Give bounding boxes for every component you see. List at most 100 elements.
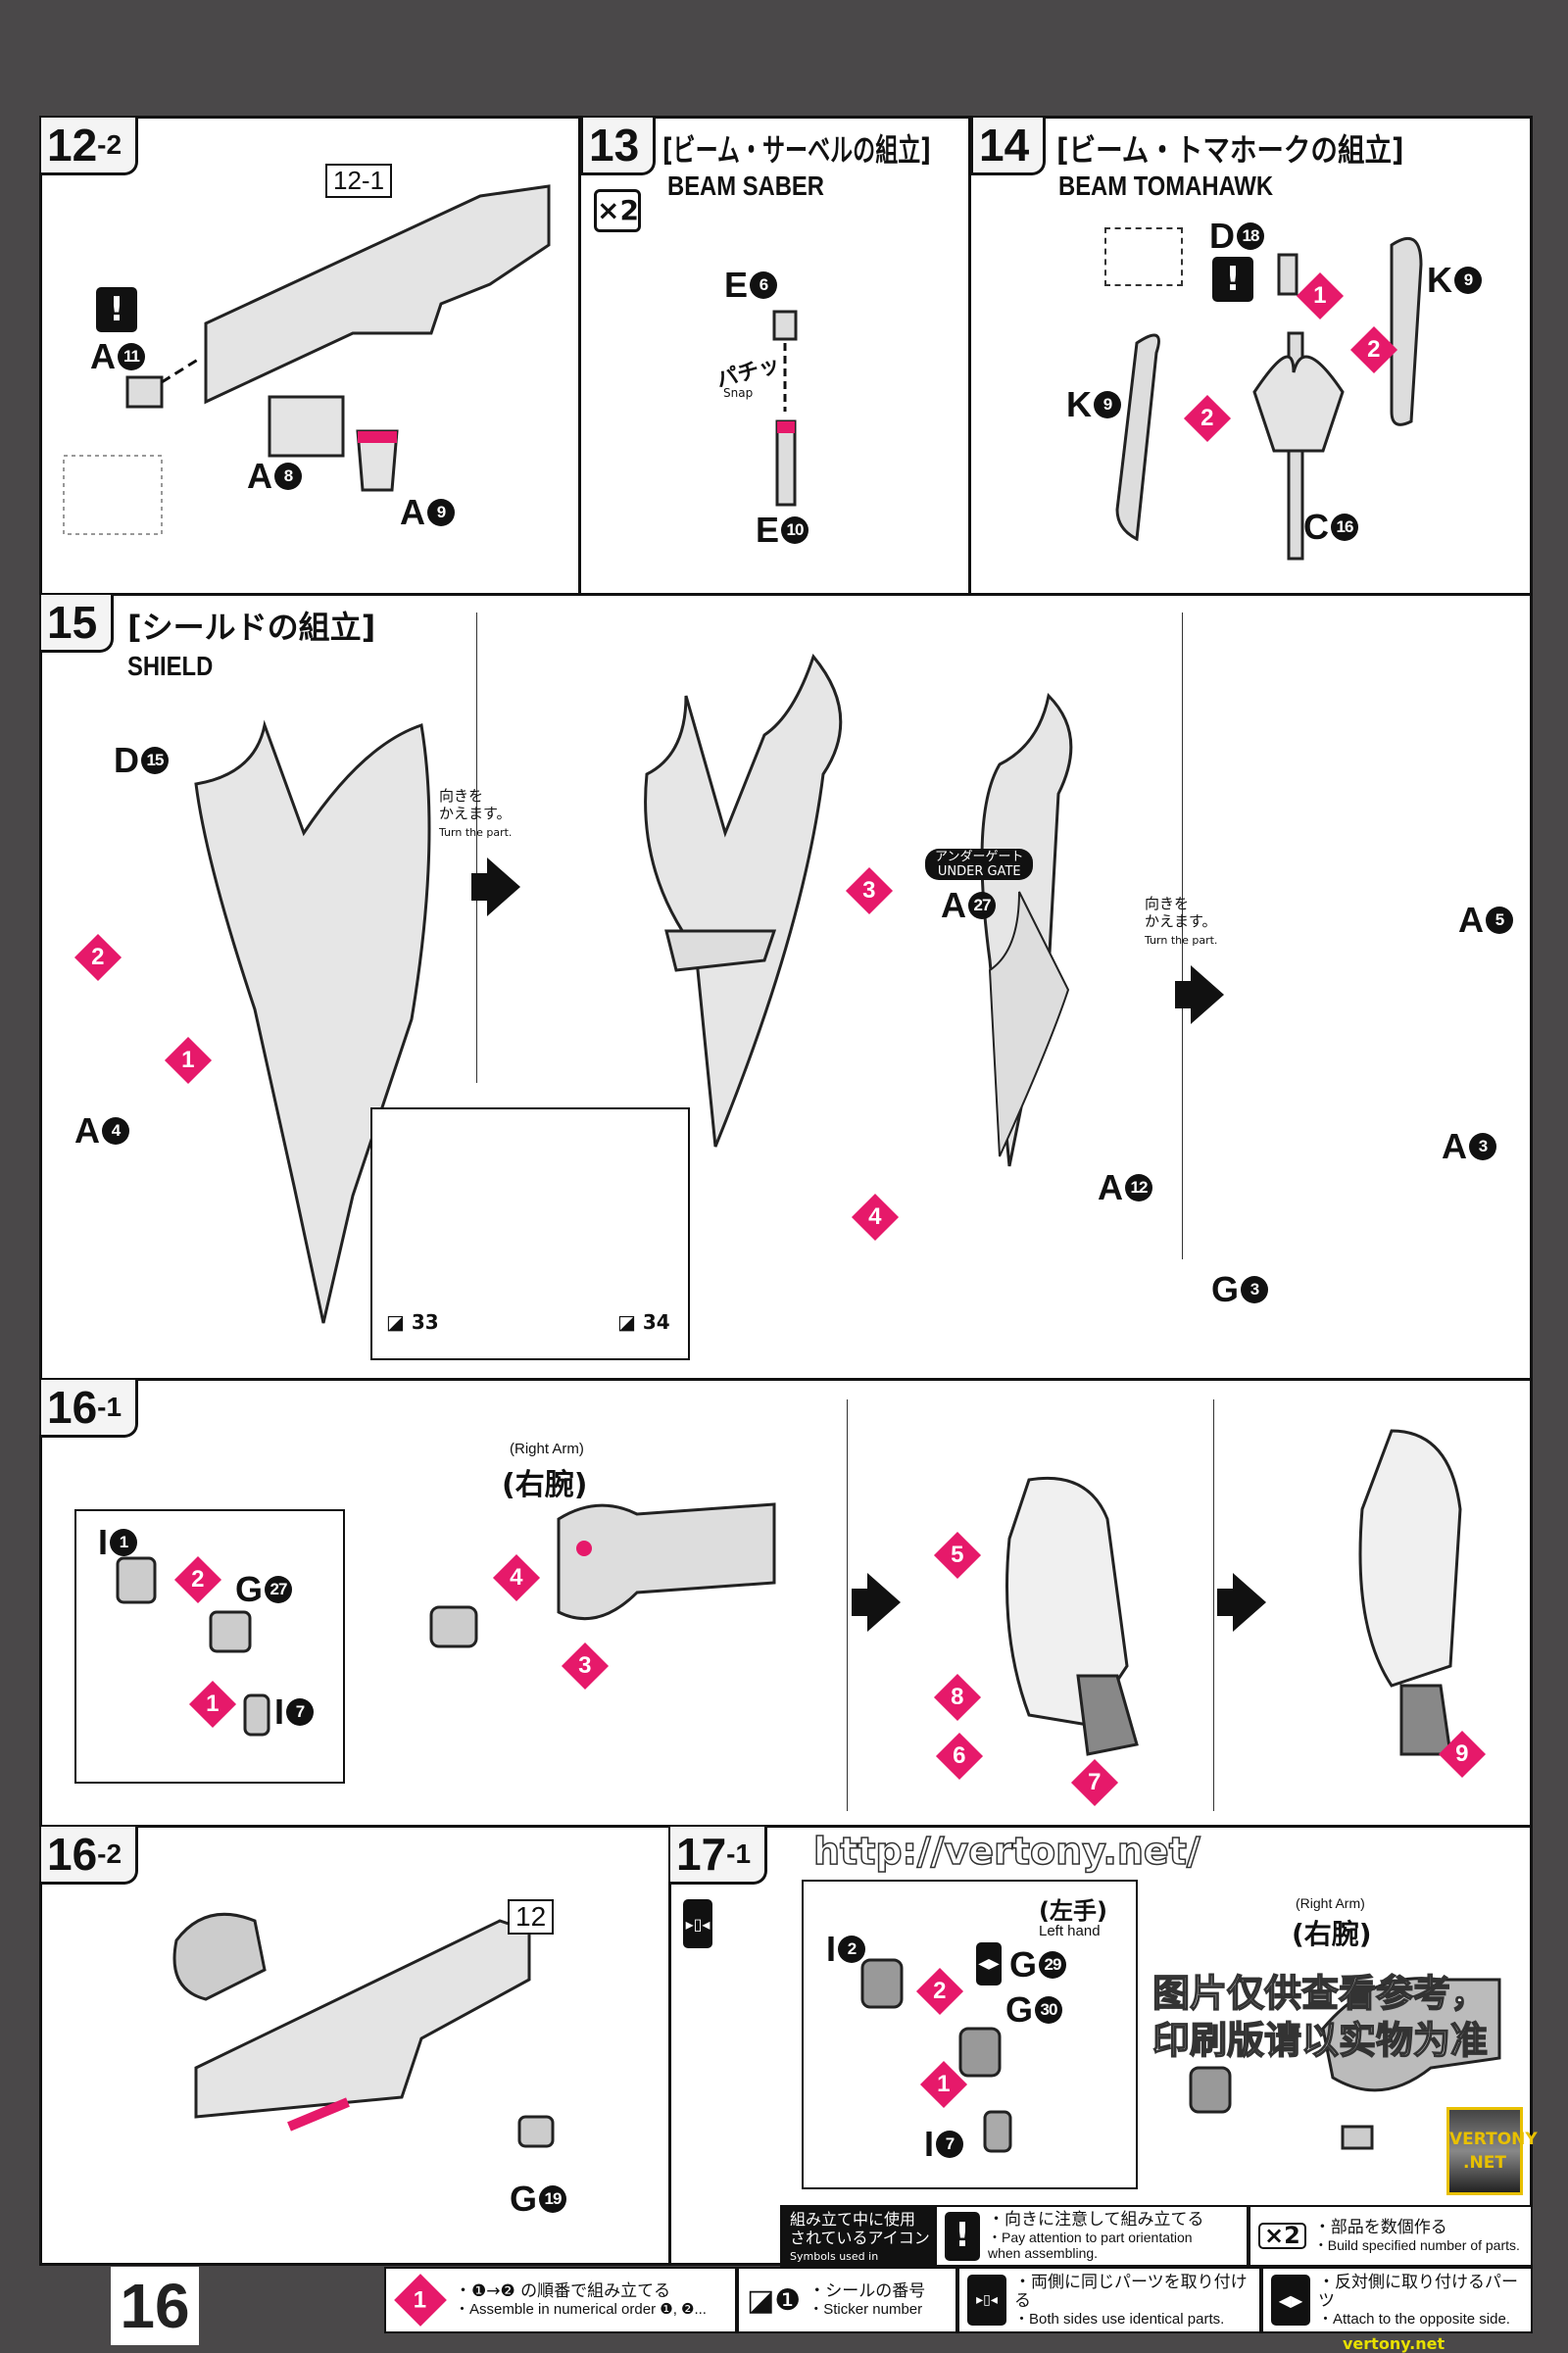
order-marker-number: 1	[181, 1046, 195, 1073]
divider	[968, 116, 971, 594]
shield-illustration	[194, 653, 1073, 1324]
arm-label-jp: (右腕)	[502, 1468, 588, 1502]
order-diamond-icon: 1	[394, 2274, 447, 2327]
watermark-text: 图片仅供查看参考， 印刷版请以实物为准	[1152, 1971, 1489, 2063]
sticker-label: ◪ 34	[617, 1310, 670, 1334]
order-marker-number: 3	[578, 1651, 592, 1679]
legend-both-sides: ▸▯◂・両側に同じパーツを取り付ける・Both sides use identi…	[957, 2267, 1261, 2333]
multiply-icon: ×2	[1258, 2223, 1306, 2249]
detail-inset	[802, 1880, 1138, 2189]
divider	[1213, 1399, 1214, 1811]
snap-label-en: Snap	[723, 386, 754, 400]
legend-opposite-side: ◀▶・反対側に取り付けるパーツ・Attach to the opposite s…	[1261, 2267, 1533, 2333]
arm-label-en: (Right Arm)	[510, 1441, 584, 1457]
hand-label-en: Left hand	[1039, 1923, 1101, 1939]
order-marker-number: 8	[951, 1683, 964, 1710]
divider	[39, 593, 1533, 596]
step-number-13: 13	[580, 118, 657, 175]
both-sides-icon: ▸▯◂	[967, 2275, 1006, 2326]
detail-inset: ◪ 33 ◪ 34	[370, 1107, 690, 1360]
legend-sticker: ◪❶・シールの番号・Sticker number	[737, 2267, 957, 2333]
order-marker-number: 5	[951, 1541, 964, 1568]
order-marker-number: 2	[91, 943, 105, 970]
divider	[1182, 613, 1183, 1259]
beam-tomahawk-illustration	[1115, 236, 1423, 561]
legend-multiple: ×2・部品を数個作る・Build specified number of par…	[1249, 2205, 1533, 2267]
watermark-url: http://vertony.net/	[812, 1829, 1200, 1874]
order-marker-number: 4	[510, 1563, 523, 1591]
detail-inset	[74, 1509, 345, 1784]
exclamation-icon: !	[96, 287, 137, 332]
rifle-hand-illustration	[172, 1912, 555, 2148]
step-title-en: BEAM SABER	[667, 171, 824, 201]
step-title-jp: [ビーム・サーベルの組立]	[662, 131, 931, 169]
step-title-en: BEAM TOMAHAWK	[1058, 171, 1274, 201]
sticker-label: ◪ 33	[386, 1310, 439, 1334]
next-arrow-icon	[1175, 965, 1224, 1024]
watermark-corner: vertony.net	[1343, 2334, 1446, 2353]
detail-inset	[1104, 227, 1183, 286]
step-title-jp: [ビーム・トマホークの組立]	[1056, 131, 1404, 169]
order-marker-number: 7	[1088, 1768, 1102, 1795]
hand-arm-illustration	[860, 1958, 1501, 2153]
divider	[668, 1825, 671, 2266]
opposite-side-icon: ◀▶	[976, 1942, 1002, 1985]
order-marker-number: 2	[1367, 335, 1381, 363]
divider	[39, 1825, 1533, 1828]
step-title-en: SHIELD	[127, 651, 214, 681]
step-number-15: 15	[41, 595, 115, 653]
step-number-16-2: 16-2	[41, 1827, 139, 1885]
step-title-jp: [シールドの組立]	[127, 609, 376, 646]
turn-part-note: 向きを かえます。Turn the part.	[1145, 895, 1218, 947]
hand-label-jp: (左手)	[1039, 1897, 1107, 1925]
legend-orientation: !・向きに注意して組み立てる・Pay attention to part ori…	[935, 2205, 1249, 2267]
divider	[578, 116, 581, 594]
divider	[39, 1378, 1533, 1381]
arm-label-en: (Right Arm)	[1296, 1895, 1365, 1911]
legend-order: 1・❶→❷ の順番で組み立てる・Assemble in numerical or…	[384, 2267, 737, 2333]
beam-saber-illustration	[772, 310, 798, 507]
next-arrow-icon	[471, 858, 520, 916]
order-marker-number: 2	[191, 1565, 205, 1593]
exclamation-icon: !	[945, 2211, 980, 2261]
next-arrow-icon	[1217, 1573, 1266, 1632]
next-arrow-icon	[852, 1573, 901, 1632]
sticker-icon: ◪❶	[747, 2282, 802, 2318]
step-number-12-2: 12-2	[41, 118, 139, 175]
opposite-side-icon: ◀▶	[1271, 2275, 1310, 2326]
step-number-16-1: 16-1	[41, 1380, 139, 1438]
order-marker-number: 3	[862, 876, 876, 904]
watermark-badge: VERTONY .NET	[1446, 2107, 1538, 2195]
order-marker-number: 1	[937, 2070, 951, 2097]
turn-part-note: 向きを かえます。Turn the part.	[439, 787, 513, 839]
page-number: 16	[111, 2267, 199, 2345]
order-marker-number: 2	[933, 1977, 947, 2004]
multiply-icon: ×2	[594, 189, 641, 232]
reference-label: 12-1	[325, 164, 393, 198]
order-marker-number: 1	[206, 1690, 220, 1717]
order-marker-number: 1	[1313, 281, 1327, 309]
arm-illustration	[116, 1429, 1462, 1756]
reference-label: 12	[508, 1899, 555, 1935]
